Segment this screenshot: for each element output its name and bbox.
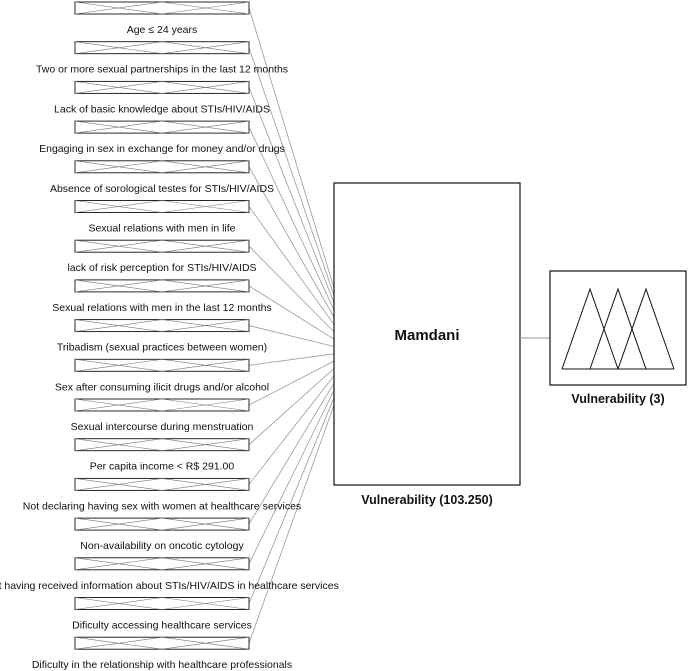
input-variable-box (74, 279, 250, 293)
input-variable: Lack of basic knowledge about STIs/HIV/A… (54, 80, 270, 115)
input-connector (248, 285, 335, 340)
input-label: lack of risk perception for STIs/HIV/AID… (67, 262, 256, 274)
input-label: Sexual intercourse during menstruation (71, 421, 254, 433)
input-variable: Not declaring having sex with women at h… (23, 477, 301, 512)
input-label: Lack of basic knowledge about STIs/HIV/A… (54, 103, 270, 115)
input-membership-functions (74, 319, 250, 332)
input-membership-functions (74, 478, 250, 491)
input-variable: Sexual relations with men in life (74, 200, 250, 235)
input-variable-box (74, 477, 250, 491)
input-label: Sexual relations with men in life (88, 223, 235, 235)
input-variable: Non-availability on oncotic cytology (74, 517, 250, 552)
input-variable-box (74, 319, 250, 333)
input-variable-box (74, 597, 250, 610)
input-variable-box (74, 200, 250, 213)
input-variable: Sex after consuming ilicit drugs and/or … (55, 358, 269, 393)
input-label: Age ≤ 24 years (127, 24, 198, 36)
input-connector (248, 325, 335, 347)
input-variable-box (74, 41, 250, 55)
input-variable: Two or more sexual partnerships in the l… (36, 41, 288, 76)
input-variable: Dificulty accessing healthcare services (72, 597, 252, 632)
input-membership-functions (74, 358, 250, 372)
input-membership-functions (74, 398, 250, 412)
input-variable-box (74, 398, 250, 412)
input-connector (248, 397, 335, 604)
input-variable: Not having received information about ST… (0, 557, 339, 592)
input-label: Not having received information about ST… (0, 580, 339, 592)
input-variable-box (74, 80, 250, 94)
input-label: Non-availability on oncotic cytology (80, 540, 244, 552)
input-variable: Dificulty in the relationship with healt… (32, 636, 292, 671)
input-variable-box (74, 636, 250, 650)
input-label: Two or more sexual partnerships in the l… (36, 64, 288, 76)
input-connector (248, 375, 335, 485)
input-variable-box (74, 438, 250, 452)
input-variable: Per capita income < R$ 291.00 (74, 438, 250, 473)
input-membership-functions (74, 160, 250, 174)
input-variable-box (74, 1, 250, 15)
input-connector (248, 368, 335, 445)
mamdani-engine-box (333, 182, 521, 486)
input-membership-functions (74, 597, 250, 610)
input-membership-functions (74, 41, 250, 55)
input-membership-functions (74, 279, 250, 293)
input-connector (248, 87, 335, 303)
input-variable: Age ≤ 24 years (74, 1, 250, 36)
input-membership-functions (74, 120, 250, 134)
input-label: Per capita income < R$ 291.00 (90, 461, 235, 473)
input-variable: Sexual relations with men in the last 12… (52, 279, 272, 314)
input-variable-box (74, 120, 250, 134)
input-membership-functions (74, 517, 250, 531)
engine-rules-label: Vulnerability (103.250) (361, 493, 493, 507)
input-variable-box (74, 239, 250, 253)
input-variable: lack of risk perception for STIs/HIV/AID… (67, 239, 257, 274)
input-label: Sexual relations with men in the last 12… (52, 302, 271, 314)
output-triangle-mf (561, 287, 619, 370)
input-label: Tribadism (sexual practices between wome… (57, 342, 267, 354)
input-variable: Sexual intercourse during menstruation (71, 398, 254, 433)
input-membership-functions (74, 239, 250, 253)
input-variable: Absence of sorological testes for STIs/H… (50, 160, 274, 195)
input-variable-box (74, 517, 250, 531)
input-connector (248, 47, 335, 296)
input-membership-functions (74, 81, 250, 94)
input-connector (248, 360, 335, 406)
input-label: Not declaring having sex with women at h… (23, 500, 301, 512)
input-variable: Tribadism (sexual practices between wome… (57, 319, 267, 354)
input-connectors (248, 7, 335, 644)
input-connector (248, 126, 335, 311)
input-connector (248, 382, 335, 525)
input-variable: Engaging in sex in exchange for money an… (39, 120, 285, 155)
input-membership-functions (74, 636, 250, 650)
output-triangle-mf (617, 287, 675, 370)
input-label: Dificulty in the relationship with healt… (32, 659, 292, 671)
input-membership-functions (74, 200, 250, 213)
input-membership-functions (74, 438, 250, 452)
input-connector (248, 390, 335, 564)
input-variable-box (74, 557, 250, 571)
input-label: Sex after consuming ilicit drugs and/or … (55, 381, 269, 393)
input-label: Absence of sorological testes for STIs/H… (50, 183, 274, 195)
input-connector (248, 7, 335, 289)
input-label: Dificulty accessing healthcare services (72, 620, 252, 632)
input-variable-box (74, 160, 250, 174)
input-membership-functions (74, 1, 250, 15)
input-label: Engaging in sex in exchange for money an… (39, 143, 285, 155)
input-connector (248, 404, 335, 644)
output-membership-functions (561, 287, 675, 370)
output-triangle-mf (589, 287, 647, 370)
input-variable-box (74, 358, 250, 372)
engine-name: Mamdani (394, 327, 459, 344)
input-connector (248, 206, 335, 325)
input-membership-functions (74, 557, 250, 571)
input-connector (248, 166, 335, 318)
input-connector (248, 353, 335, 366)
output-label: Vulnerability (3) (571, 392, 664, 406)
input-connector (248, 245, 335, 333)
